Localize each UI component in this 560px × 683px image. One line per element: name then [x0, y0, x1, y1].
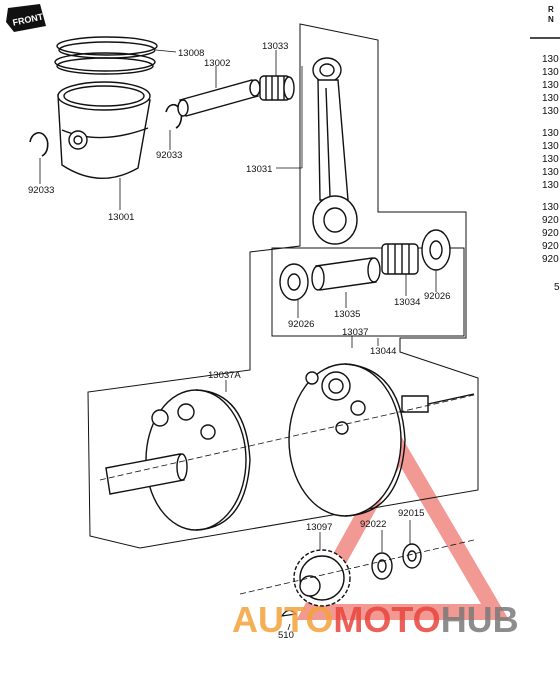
crank-half-left	[105, 389, 251, 531]
part-label-13002: 13002	[204, 58, 230, 69]
side-row-9: 130	[542, 180, 559, 191]
part-label-92026-right: 92026	[424, 291, 450, 302]
side-row-2: 130	[542, 80, 559, 91]
part-label-13035: 13035	[334, 309, 360, 320]
part-label-13044: 13044	[370, 346, 396, 357]
part-label-13033: 13033	[262, 41, 288, 52]
assembly-outline	[87, 23, 479, 549]
primary-gear	[293, 549, 351, 607]
part-label-13008: 13008	[178, 48, 204, 59]
watermark-auto: AUTO	[232, 599, 333, 640]
watermark-text: AUTOMOTOHUB	[232, 599, 519, 640]
leader-lines	[39, 49, 437, 631]
piston-rings	[54, 36, 158, 75]
spacer	[402, 543, 422, 569]
woodruff-key	[280, 609, 298, 617]
side-row-12: 920	[542, 228, 559, 239]
part-label-13034: 13034	[394, 297, 420, 308]
side-row-7: 130	[542, 154, 559, 165]
bearing-box	[271, 247, 465, 337]
side-header-2: N	[548, 15, 554, 24]
collar	[371, 552, 393, 580]
crank-axis	[99, 394, 475, 481]
big-end-bearing	[381, 243, 419, 275]
side-row-4: 130	[542, 106, 559, 117]
watermark-triangle	[296, 433, 509, 620]
watermark-hub: HUB	[441, 599, 519, 640]
part-label-13001: 13001	[108, 212, 134, 223]
part-label-92022: 92022	[360, 519, 386, 530]
connecting-rod	[312, 57, 358, 245]
piston	[57, 81, 151, 179]
part-label-92015: 92015	[398, 508, 424, 519]
part-label-92026-left: 92026	[288, 319, 314, 330]
part-label-92033-left: 92033	[28, 185, 54, 196]
side-row-15: 5	[554, 282, 560, 293]
part-label-13037: 13037	[342, 327, 368, 338]
side-row-5: 130	[542, 128, 559, 139]
part-label-510: 510	[278, 630, 294, 641]
side-row-13: 920	[542, 241, 559, 252]
thrust-washer-left	[279, 263, 309, 301]
part-label-13097: 13097	[306, 522, 332, 533]
crank-pin	[311, 257, 381, 291]
side-row-0: 130	[542, 54, 559, 65]
piston-pin	[177, 79, 261, 117]
side-row-11: 920	[542, 215, 559, 226]
side-header-1: R	[548, 5, 554, 14]
front-arrow-icon: FRONT	[6, 4, 46, 32]
side-row-10: 130	[542, 202, 559, 213]
part-label-92033-right: 92033	[156, 150, 182, 161]
gear-axis	[239, 539, 475, 595]
side-row-6: 130	[542, 141, 559, 152]
side-row-3: 130	[542, 93, 559, 104]
crank-half-right	[288, 363, 475, 517]
small-end-bearing	[259, 75, 295, 101]
side-row-8: 130	[542, 167, 559, 178]
thrust-washer-right	[421, 229, 451, 271]
side-row-1: 130	[542, 67, 559, 78]
side-row-14: 920	[542, 254, 559, 265]
part-label-13037A: 13037A	[208, 370, 241, 381]
side-column: R N 130 130 130 130 130 130 130 130 130 …	[530, 5, 560, 293]
watermark-moto: MOTO	[333, 599, 440, 640]
part-label-13031: 13031	[246, 164, 272, 175]
circlip-left	[29, 132, 49, 157]
